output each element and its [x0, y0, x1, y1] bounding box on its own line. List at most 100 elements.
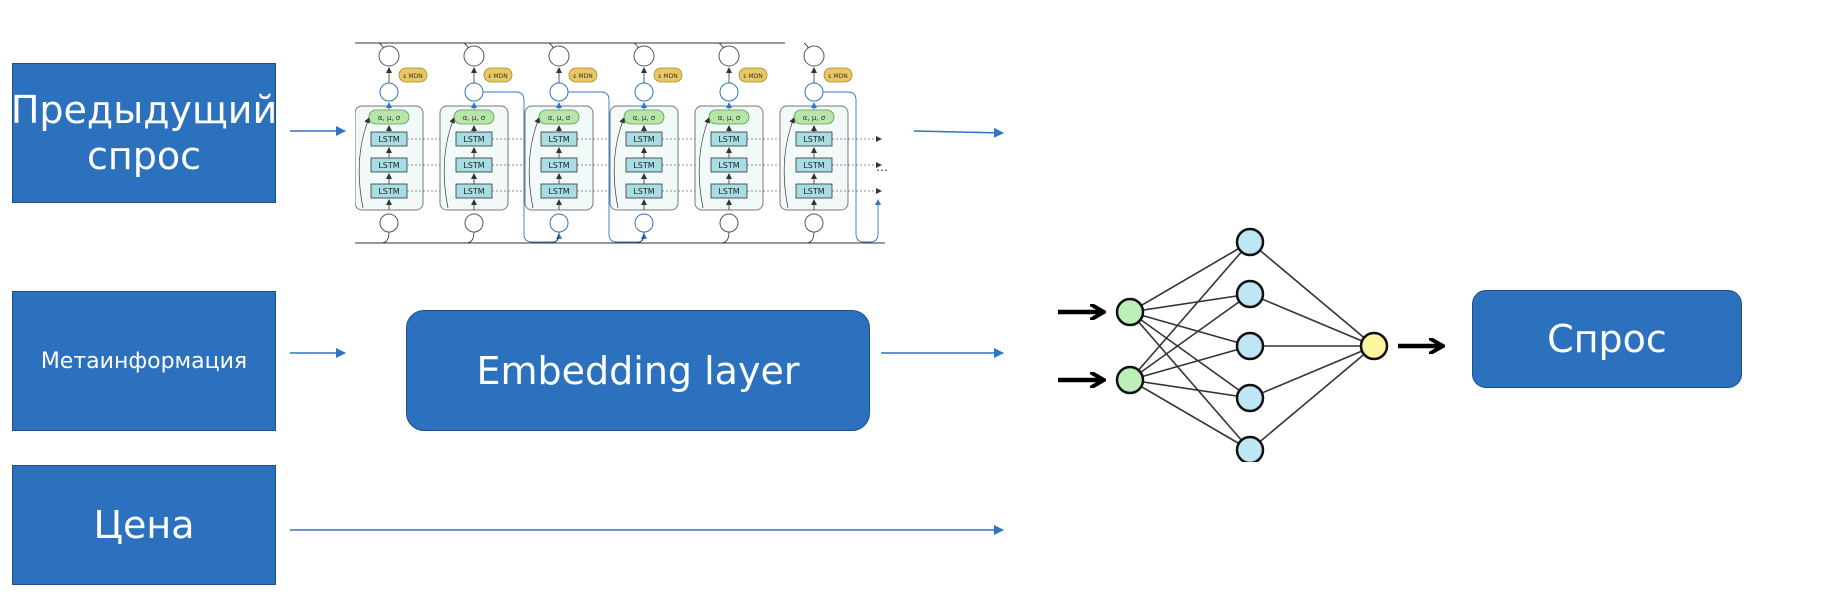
- rail-link: [548, 42, 554, 49]
- network-edge: [1129, 311, 1251, 451]
- lstm-cell-label: LSTM: [378, 187, 399, 196]
- rail-link: [718, 42, 724, 49]
- rail-link: [720, 231, 730, 244]
- demand-output-box: Спрос: [1472, 290, 1742, 388]
- skip-link: [698, 117, 710, 209]
- network-edge: [1129, 379, 1251, 399]
- sample-node: [548, 45, 570, 67]
- rail-link: [380, 231, 390, 244]
- lstm-cell-label: LSTM: [633, 135, 654, 144]
- mdn-pill: [738, 67, 768, 83]
- mdn-label: ε MDN: [828, 73, 847, 80]
- attention-label: α, μ, σ: [718, 114, 741, 122]
- network-edge: [1249, 345, 1375, 399]
- sample-node: [463, 45, 485, 67]
- mdn-pill: [568, 67, 598, 83]
- rail-link: [378, 42, 384, 49]
- network-edge: [1129, 345, 1251, 381]
- hidden-neuron: [1235, 435, 1265, 462]
- sample-node: [378, 45, 400, 67]
- lstm-cell-label: LSTM: [633, 161, 654, 170]
- input-neuron: [1115, 365, 1145, 395]
- mdn-label: ε MDN: [488, 73, 507, 80]
- rail-link: [633, 42, 639, 49]
- state-node: [719, 82, 739, 102]
- previous-demand-label: Предыдущий спрос: [10, 88, 278, 178]
- lstm-cell-label: LSTM: [548, 135, 569, 144]
- lstm-cell-label: LSTM: [633, 187, 654, 196]
- price-box: Цена: [12, 465, 276, 585]
- state-node: [379, 82, 399, 102]
- rail-link: [463, 42, 469, 49]
- arrow-lstm-to-net: [913, 127, 1004, 138]
- network-edge: [1249, 293, 1375, 347]
- input-node: [719, 213, 739, 233]
- hidden-neuron: [1235, 383, 1265, 413]
- mdn-label: ε MDN: [403, 73, 422, 80]
- hidden-neuron: [1235, 227, 1265, 257]
- rail-link: [550, 231, 560, 244]
- price-label: Цена: [93, 503, 195, 547]
- embedding-layer-label: Embedding layer: [476, 348, 800, 393]
- mdn-pill: [653, 67, 683, 83]
- rail-link: [635, 231, 645, 244]
- state-node: [634, 82, 654, 102]
- lstm-cell-label: LSTM: [803, 135, 824, 144]
- mdn-pill: [823, 67, 853, 83]
- lstm-step: ε MDN α, μ, σ LSTM LSTM LSTM: [609, 42, 712, 244]
- mdn-pill: [398, 67, 428, 83]
- rail-link: [805, 231, 815, 244]
- hidden-neuron: [1235, 279, 1265, 309]
- input-node: [464, 213, 484, 233]
- lstm-cell-label: LSTM: [463, 161, 484, 170]
- mdn-label: ε MDN: [658, 73, 677, 80]
- lstm-cell-label: LSTM: [548, 161, 569, 170]
- input-node: [379, 213, 399, 233]
- neural-network-figure: [1058, 227, 1452, 462]
- skip-link: [358, 117, 370, 209]
- lstm-unrolled-figure: ε MDN α, μ, σ LSTM LSTM LSTM ε MDN α, μ, σ LSTM…: [355, 42, 888, 244]
- hidden-neuron: [1235, 331, 1265, 361]
- feedback-loop: [823, 91, 881, 243]
- lstm-cell-label: LSTM: [803, 187, 824, 196]
- continuation-ellipsis: …: [876, 160, 888, 174]
- mdn-label: ε MDN: [743, 73, 762, 80]
- input-neuron: [1115, 297, 1145, 327]
- attention-label: α, μ, σ: [378, 114, 401, 122]
- lstm-cell-label: LSTM: [463, 135, 484, 144]
- network-edge: [1129, 379, 1251, 451]
- lstm-cell-label: LSTM: [463, 187, 484, 196]
- network-edge: [1129, 241, 1251, 313]
- network-edge: [1249, 241, 1375, 347]
- input-node: [804, 213, 824, 233]
- sample-node: [633, 45, 655, 67]
- input-node: [634, 213, 654, 233]
- rail-link: [465, 231, 475, 244]
- sample-node: [718, 45, 740, 67]
- meta-info-label: Метаинформация: [40, 348, 248, 374]
- attention-label: α, μ, σ: [633, 114, 656, 122]
- meta-info-box: Метаинформация: [12, 291, 276, 431]
- network-edge: [1129, 293, 1251, 381]
- lstm-cell-label: LSTM: [803, 161, 824, 170]
- network-edge: [1129, 241, 1251, 381]
- input-node: [549, 213, 569, 233]
- output-neuron: [1359, 331, 1389, 361]
- mdn-label: ε MDN: [573, 73, 592, 80]
- state-node: [804, 82, 824, 102]
- lstm-cell-label: LSTM: [548, 187, 569, 196]
- skip-link: [783, 117, 795, 209]
- lstm-cell-label: LSTM: [378, 161, 399, 170]
- rail-link: [803, 42, 809, 49]
- state-node: [464, 82, 484, 102]
- embedding-layer-box: Embedding layer: [406, 310, 870, 431]
- network-edge: [1129, 311, 1251, 399]
- skip-link: [443, 117, 455, 209]
- lstm-cell-label: LSTM: [718, 135, 739, 144]
- attention-label: α, μ, σ: [463, 114, 486, 122]
- lstm-cell-label: LSTM: [718, 187, 739, 196]
